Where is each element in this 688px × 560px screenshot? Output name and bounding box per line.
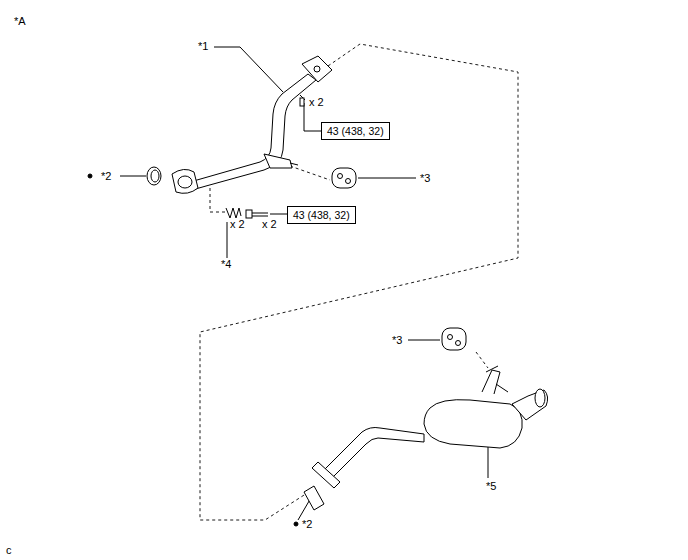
compression-spring-bolt xyxy=(226,208,268,218)
callout-number: *4 xyxy=(221,258,231,271)
callout-number: *A xyxy=(14,15,26,28)
assembly-line xyxy=(200,44,518,520)
callout-number: *5 xyxy=(486,480,496,493)
callout-number: *3 xyxy=(392,334,402,347)
leader-line xyxy=(120,47,488,520)
label-text: x 2 xyxy=(309,96,324,109)
label-text: x 2 xyxy=(262,218,277,231)
replace-bullet xyxy=(88,174,92,178)
callout-number: *1 xyxy=(198,40,208,53)
label-text: x 2 xyxy=(230,218,245,231)
torque-spec-box: 43 (438, 32) xyxy=(321,122,390,140)
torque-value: 43 (438, 32) xyxy=(293,209,350,221)
callout-number: *2 xyxy=(302,518,312,531)
torque-spec-box: 43 (438, 32) xyxy=(287,206,356,224)
torque-value: 43 (438, 32) xyxy=(327,125,384,137)
front-exhaust-pipe xyxy=(172,56,332,193)
replace-bullet xyxy=(294,522,298,526)
exhaust-hanger xyxy=(332,168,356,188)
label-text: c xyxy=(6,544,12,557)
gasket xyxy=(147,167,161,185)
gasket xyxy=(304,486,324,510)
callout-number: *2 xyxy=(101,170,111,183)
exhaust-hanger xyxy=(442,328,466,350)
callout-number: *3 xyxy=(420,172,430,185)
tail-exhaust-pipe-muffler xyxy=(312,366,548,488)
